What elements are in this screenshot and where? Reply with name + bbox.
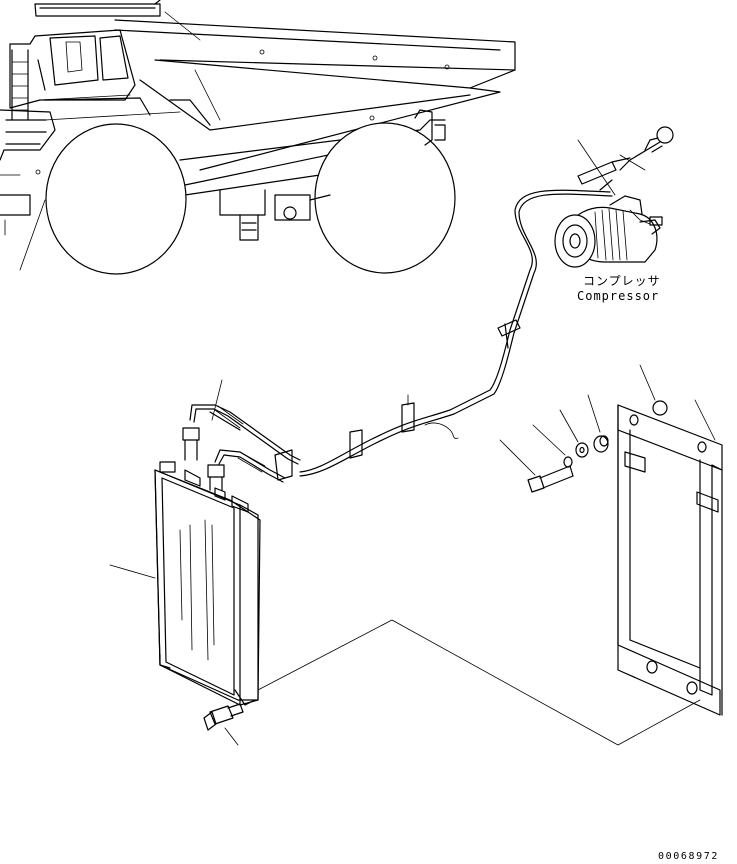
compressor [554,126,674,268]
compressor-label-en: Compressor [577,289,660,303]
mounting-bolt [203,703,244,746]
dump-truck [0,0,516,275]
condenser [109,461,261,706]
mounting-bracket [617,399,723,716]
mounting-bolt-right [499,439,574,493]
assembly-lines [257,619,701,746]
bushing [587,364,668,453]
washer [532,409,589,468]
refrigerant-hose [182,189,613,491]
drawing-number: 00068972 [658,851,719,862]
compressor-label-jp: コンプレッサ [583,274,661,288]
